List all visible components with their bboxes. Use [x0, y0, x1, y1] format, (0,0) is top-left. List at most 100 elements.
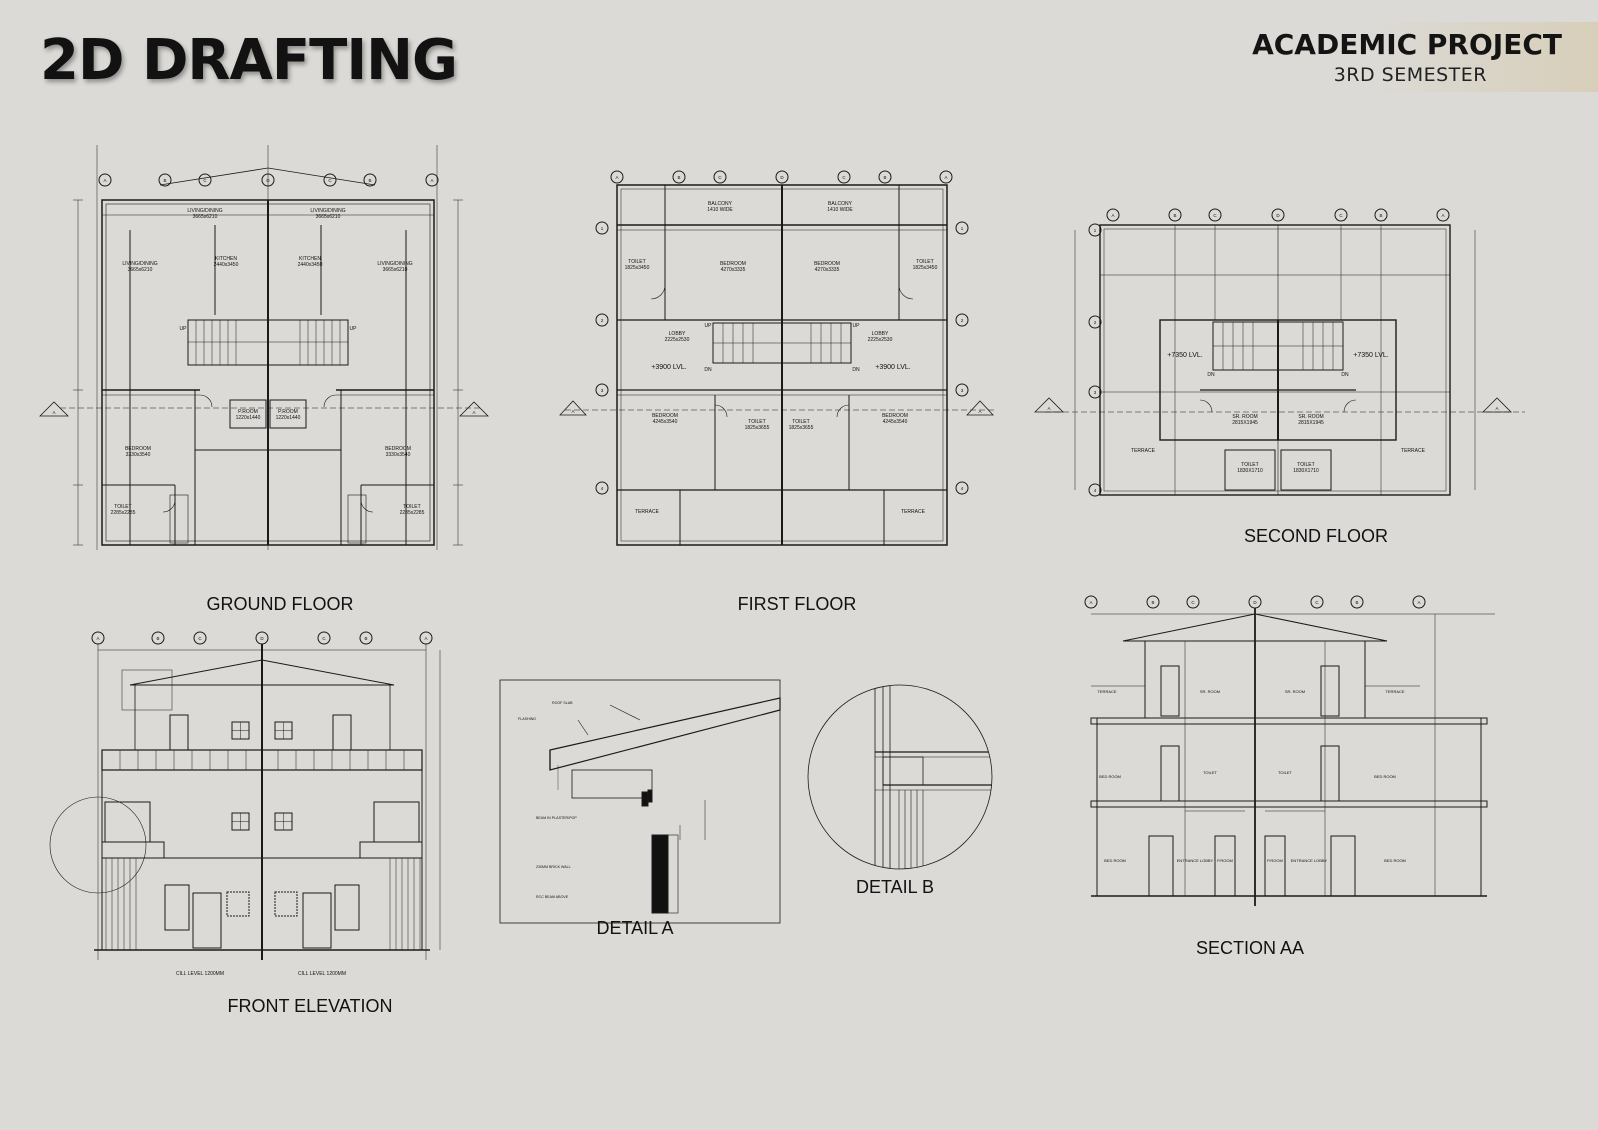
stair-label: UP	[350, 326, 358, 332]
room-name: BEDROOM	[385, 446, 411, 452]
section-room-label: P.ROOM	[1267, 858, 1283, 863]
grid-label: C	[1191, 600, 1195, 605]
room-size: 1825x3655	[745, 425, 770, 431]
section-room-label: BED ROOM	[1104, 858, 1126, 863]
title-band-shading	[1370, 22, 1598, 92]
section-marker-label: A	[1495, 406, 1498, 411]
section-marker-label: A	[52, 410, 55, 415]
grid-label: C	[328, 178, 332, 183]
grid-label: D	[1276, 213, 1280, 218]
grid-label: C	[198, 636, 202, 641]
first-floor-plan: A B C D C B A 1 2 3 4 1 2 3 4 A A BALCON…	[559, 170, 995, 546]
grid-label: C	[203, 178, 207, 183]
room-size: 2225x2530	[868, 337, 893, 343]
room-size: 3665x6210	[316, 214, 341, 220]
row-label: 3	[1094, 390, 1097, 395]
room-size: 2440x3450	[214, 262, 239, 268]
room-name: TERRACE	[1401, 448, 1426, 454]
section-room-label: ENTRANCE LOBBY	[1291, 858, 1328, 863]
room-size: 3665x6210	[383, 267, 408, 273]
section-room-label: SR. ROOM	[1285, 689, 1305, 694]
room-name: BEDROOM	[125, 446, 151, 452]
room-name: TERRACE	[1131, 448, 1156, 454]
grid-label: D	[1253, 600, 1257, 605]
room-name: BEDROOM	[814, 261, 840, 267]
room-size: 2225x2530	[665, 337, 690, 343]
section-aa-drawing: A B C D C B A TERRACE SR. ROOM SR. ROOM …	[1084, 595, 1495, 906]
detail-note: 230MM BRICK WALL	[536, 865, 571, 869]
grid-label: C	[718, 175, 722, 180]
grid-label: C	[1339, 213, 1343, 218]
elevation-note: CILL LEVEL 1200MM	[176, 971, 224, 977]
grid-label: B	[1379, 213, 1382, 218]
row-label: 1	[601, 226, 604, 231]
ground-floor-caption: GROUND FLOOR	[206, 594, 354, 614]
room-size: 2815X1945	[1232, 420, 1258, 426]
ground-floor-plan: A B C D C B A A A LIVING/DINING 3665x621…	[39, 145, 489, 550]
room-name: TOILET	[1241, 462, 1258, 468]
section-room-label: TOILET	[1203, 770, 1217, 775]
grid-label: B	[1355, 600, 1358, 605]
section-room-label: BED ROOM	[1099, 774, 1121, 779]
room-name: LIVING/DINING	[187, 208, 222, 214]
row-label: 2	[601, 318, 604, 323]
room-size: 4245x3540	[653, 419, 678, 425]
grid-label: D	[260, 636, 264, 641]
row-label: 4	[1094, 488, 1097, 493]
level-marker: +7350 LVL.	[1353, 352, 1389, 359]
section-room-label: P.ROOM	[1217, 858, 1233, 863]
elevation-note: CILL LEVEL 1200MM	[298, 971, 346, 977]
grid-label: A	[430, 178, 433, 183]
grid-label: B	[1151, 600, 1154, 605]
room-size: 1830X1710	[1237, 468, 1263, 474]
room-size: 3330x3540	[386, 452, 411, 458]
room-name: TOILET	[628, 259, 645, 265]
grid-label: B	[364, 636, 367, 641]
room-name: TOILET	[916, 259, 933, 265]
room-size: 1220x1440	[236, 415, 261, 421]
room-size: 1830X1710	[1293, 468, 1319, 474]
room-name: LIVING/DINING	[122, 261, 157, 267]
row-label: 3	[961, 388, 964, 393]
room-name: TOILET	[114, 504, 131, 510]
row-label: 2	[1094, 320, 1097, 325]
grid-label: A	[1417, 600, 1420, 605]
grid-label: C	[1213, 213, 1217, 218]
room-name: KITCHEN	[299, 256, 321, 262]
section-room-label: TERRACE	[1097, 689, 1116, 694]
row-label: 2	[961, 318, 964, 323]
room-name: KITCHEN	[215, 256, 237, 262]
room-size: 2285x2285	[400, 510, 425, 516]
room-name: BEDROOM	[882, 413, 908, 419]
room-size: 1410 WIDE	[707, 207, 733, 213]
room-size: 1220x1440	[276, 415, 301, 421]
project-title: ACADEMIC PROJECT	[1252, 28, 1562, 61]
section-marker-label: A	[978, 409, 981, 414]
room-name: TERRACE	[635, 509, 660, 515]
stair-label: DN	[1207, 372, 1215, 378]
stair-label: DN	[852, 367, 860, 373]
detail-note: ROOF SLAB	[552, 701, 573, 705]
room-size: 4270x3335	[721, 267, 746, 273]
grid-label: B	[368, 178, 371, 183]
grid-label: C	[322, 636, 326, 641]
room-name: SR. ROOM	[1298, 414, 1323, 420]
row-label: 4	[601, 486, 604, 491]
section-room-label: BED ROOM	[1374, 774, 1396, 779]
section-room-label: SR. ROOM	[1200, 689, 1220, 694]
stair-label: UP	[705, 323, 713, 329]
room-size: 3665x6210	[193, 214, 218, 220]
grid-label: A	[1111, 213, 1114, 218]
detail-a-drawing: ROOF SLAB FLASHING BEAM IN PLASTER/POP 2…	[499, 679, 781, 924]
grid-label: A	[103, 178, 106, 183]
project-semester: 3RD SEMESTER	[1333, 64, 1487, 86]
room-name: LIVING/DINING	[310, 208, 345, 214]
grid-label: B	[883, 175, 886, 180]
grid-label: C	[842, 175, 846, 180]
level-marker: +3900 LVL.	[875, 364, 911, 371]
room-name: LOBBY	[872, 331, 889, 337]
section-room-label: BED ROOM	[1384, 858, 1406, 863]
first-floor-grid-bubbles	[595, 170, 969, 495]
level-marker: +3900 LVL.	[651, 364, 687, 371]
